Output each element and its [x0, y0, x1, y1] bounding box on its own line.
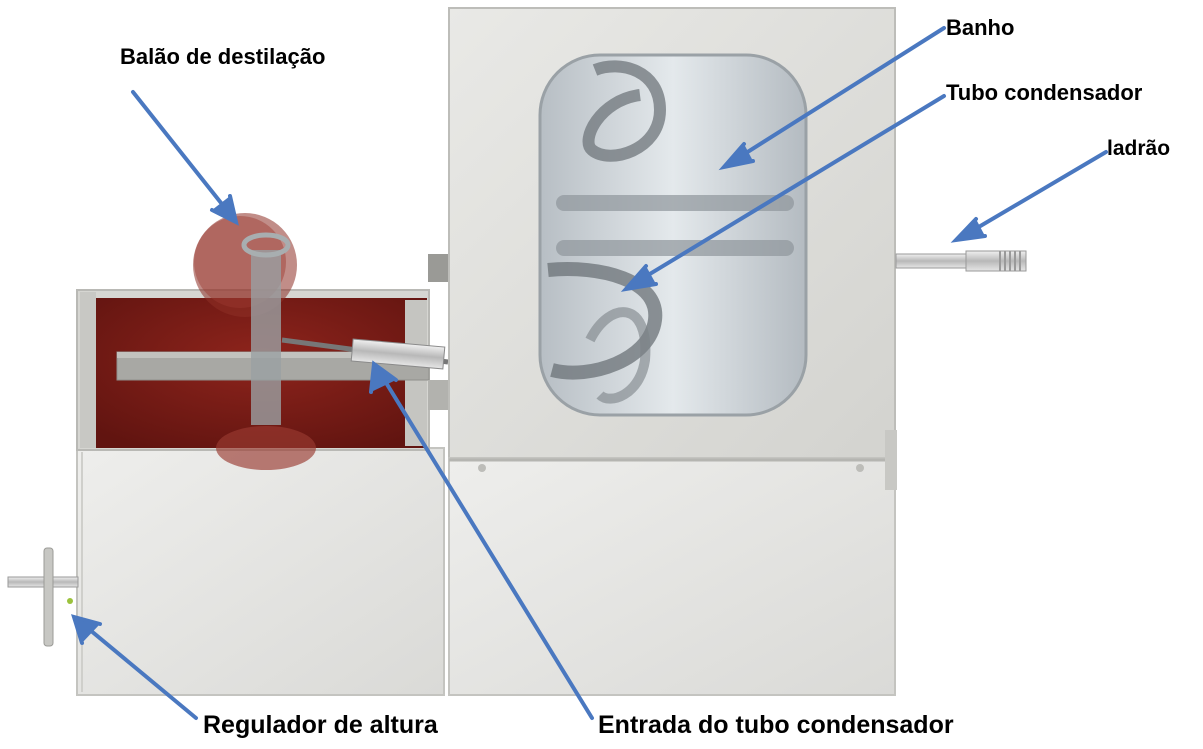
arrow-ladrao [950, 150, 1108, 243]
label-balao-de-destilacao: Balão de destilação [120, 44, 326, 69]
arrow-banho [718, 26, 946, 171]
label-banho: Banho [946, 15, 1015, 40]
bath-window [538, 53, 808, 417]
arrow-tubo-condensador [620, 94, 946, 292]
arrow-entrada [369, 360, 594, 720]
label-regulador-de-altura: Regulador de altura [203, 711, 438, 739]
left-lower-cabinet [76, 447, 445, 696]
label-ladrao: ladrão [1107, 137, 1171, 160]
label-tubo-condensador: Tubo condensador [946, 80, 1143, 105]
arrow-regulador [71, 614, 198, 720]
condenser-inlet-tube [281, 254, 450, 410]
label-entrada-do-tubo-condensador: Entrada do tubo condensador [598, 711, 954, 739]
height-regulator [7, 547, 79, 647]
arrow-balao [131, 90, 239, 226]
overflow-tube [895, 250, 1027, 272]
distillation-flask [193, 213, 316, 470]
